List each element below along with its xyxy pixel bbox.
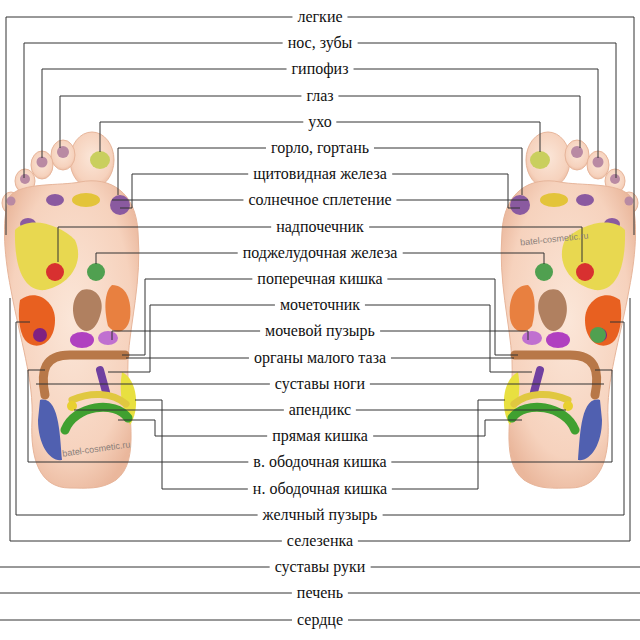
organ-label: поджелудочная железа: [238, 244, 403, 262]
organ-label: апендикс: [284, 401, 356, 419]
leader-line: [16, 322, 624, 515]
organ-label: в. ободочная кишка: [248, 453, 391, 471]
organ-label: суставы ноги: [270, 375, 370, 393]
organ-label: прямая кишка: [267, 427, 373, 445]
organ-label: горло, гортань: [266, 139, 374, 157]
leader-line: [24, 43, 616, 178]
organ-label: мочеточник: [275, 296, 365, 314]
organ-label: сердце: [292, 611, 348, 629]
leader-line: [135, 400, 505, 489]
organ-label: селезенка: [282, 532, 358, 550]
organ-label: органы малого таза: [249, 349, 391, 367]
organ-label: щитовидная железа: [248, 165, 392, 183]
leader-line: [122, 279, 518, 355]
leader-line: [108, 305, 532, 372]
organ-label: мочевой пузырь: [260, 322, 380, 340]
organ-label: надпочечник: [271, 218, 369, 236]
leader-lines: [0, 17, 640, 620]
leader-line: [42, 69, 598, 158]
organ-label: суставы руки: [270, 558, 371, 576]
leader-line: [10, 298, 630, 541]
organ-label: нос, зубы: [283, 34, 358, 52]
leader-line: [6, 17, 634, 235]
leader-line: [28, 370, 612, 462]
organ-label: глаз: [301, 87, 338, 105]
organ-label: легкие: [292, 8, 347, 26]
gallbladder-zone: [590, 327, 606, 343]
organ-label: поперечная кишка: [252, 270, 387, 288]
organ-label: желчный пузырь: [258, 506, 383, 524]
organ-label: гипофиз: [287, 60, 354, 78]
organ-label: ухо: [303, 113, 336, 131]
organ-label: н. ободочная кишка: [248, 480, 392, 498]
organ-label: солнечное сплетение: [243, 191, 396, 209]
organ-label: печень: [292, 584, 348, 602]
